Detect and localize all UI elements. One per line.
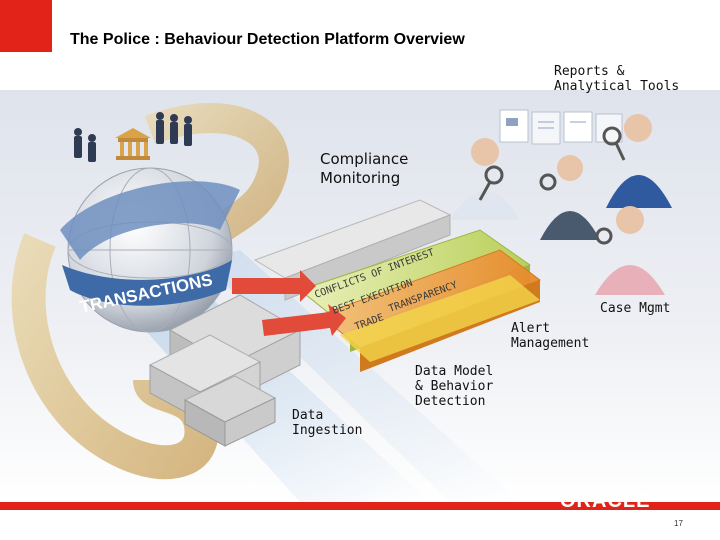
brand-accent-square	[0, 0, 52, 52]
transactions-band	[60, 181, 240, 260]
analyst-figure	[450, 138, 520, 220]
transactions-band	[62, 260, 232, 306]
reports-analytical-tools-label: Reports & Analytical Tools	[554, 64, 680, 94]
bank-icon	[115, 128, 151, 160]
slide-title: The Police : Behaviour Detection Platfor…	[70, 31, 465, 48]
document-spiral	[144, 103, 289, 242]
analyst-figure	[602, 114, 672, 208]
data-ingestion-label: Data Ingestion	[292, 408, 363, 438]
footer-bar	[0, 502, 720, 510]
compliance-monitoring-label: Compliance Monitoring	[320, 150, 409, 187]
behavior-detection-stack	[253, 199, 542, 372]
analyst-figure	[539, 155, 600, 240]
oracle-logo: ORACLE	[560, 490, 651, 512]
data-model-behavior-detection-label: Data Model & Behavior Detection	[415, 364, 494, 409]
alert-management-label: Alert Management	[511, 321, 590, 351]
light-beam	[200, 250, 520, 502]
analyst-figure	[595, 206, 665, 295]
case-mgmt-label: Case Mgmt	[600, 301, 671, 316]
flow-arrow	[232, 270, 346, 336]
page-number: 17	[674, 519, 683, 528]
data-ingestion-blocks	[148, 294, 302, 447]
platform-diagram: TRANSACTIONS	[0, 90, 720, 502]
people-group-icon	[74, 112, 192, 162]
